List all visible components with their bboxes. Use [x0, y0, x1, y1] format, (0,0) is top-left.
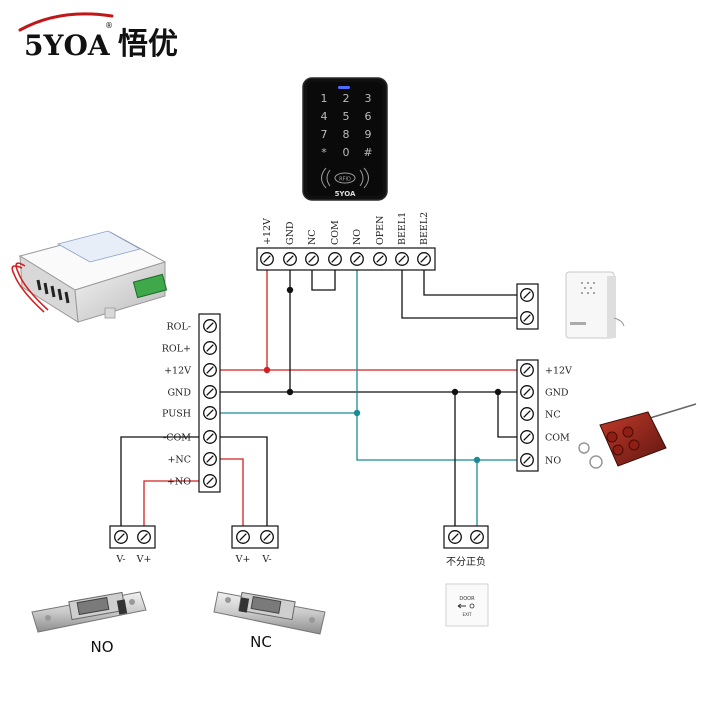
- screw-terminal: [305, 252, 319, 266]
- electric-lock-nc-image: [213, 591, 326, 635]
- remote-terminal-label: NC: [545, 410, 561, 421]
- screw-terminal: [350, 252, 364, 266]
- doorbell-image: [565, 271, 625, 339]
- doorbell-terminal-block: [516, 283, 539, 330]
- keypad-key: 2: [343, 92, 350, 105]
- exit-button-terminal-block: 不分正负: [443, 525, 489, 568]
- wire-com-lock-nc: [210, 436, 268, 537]
- keypad-key: #: [363, 146, 372, 159]
- power-supply-image: [11, 230, 168, 323]
- screw-terminal: [203, 363, 217, 377]
- keypad-key: 8: [343, 128, 350, 141]
- screw-terminal: [203, 430, 217, 444]
- keypad-key: 3: [365, 92, 372, 105]
- screw-terminal: [203, 474, 217, 488]
- power-supply-terminal-label: -COM: [163, 433, 191, 444]
- remote-terminal-block: +12V GND NC COM NO: [516, 359, 572, 472]
- wire-com-lock-no: [120, 436, 210, 537]
- screw-terminal: [283, 252, 297, 266]
- keypad-led: [338, 86, 350, 89]
- screw-terminal: [203, 319, 217, 333]
- screw-terminal: [520, 385, 534, 399]
- exit-plate-text: DOOR: [459, 596, 475, 602]
- brand-chinese: 悟优: [118, 27, 178, 62]
- electric-lock-no-image: [31, 591, 147, 633]
- keypad-device: 1 2 3 4 5 6 7 8 9 * 0 # RFID 5YOA: [302, 77, 388, 201]
- wire-keypad-nc-gnd: [311, 259, 336, 291]
- lock-nc-terminal-block: V+ V-: [231, 525, 279, 565]
- keypad-key: 0: [343, 146, 350, 159]
- remote-control-image: [578, 403, 697, 469]
- vent-slots: [36, 279, 70, 304]
- keypad-brand: 5YOA: [335, 190, 356, 198]
- remote-terminal-label: GND: [545, 388, 569, 399]
- keypad-key: 5: [343, 110, 350, 123]
- screw-terminal: [203, 385, 217, 399]
- power-supply-terminal-label: +12V: [164, 366, 191, 377]
- keypad-key: 7: [321, 128, 328, 141]
- exit-button-caption: 不分正负: [446, 555, 486, 568]
- exit-button-image: DOOR EXIT: [445, 583, 489, 627]
- keypad-terminal-label: +12V: [262, 218, 273, 245]
- keypad-terminal-label: OPEN: [375, 216, 386, 245]
- keypad-terminal-block: +12V GND NC COM NO OPEN BEEL1 BEEL2: [256, 212, 436, 271]
- screw-terminal: [328, 252, 342, 266]
- keypad-terminal-label: NO: [352, 229, 363, 245]
- brand-logo: 5YOA ® 悟优: [18, 12, 178, 62]
- keypad-key: 1: [321, 92, 328, 105]
- screw-terminal: [520, 363, 534, 377]
- screw-terminal: [520, 453, 534, 467]
- keypad-key: 4: [321, 110, 328, 123]
- screw-terminal: [203, 452, 217, 466]
- keypad-key: 6: [365, 110, 372, 123]
- keypad-key: *: [321, 146, 327, 159]
- screw-terminal: [520, 407, 534, 421]
- keypad-terminal-label: BEEL2: [419, 212, 430, 245]
- wires: [120, 259, 527, 537]
- registered-mark: ®: [105, 21, 113, 30]
- lock-no-terminal-label: V+: [136, 554, 152, 565]
- screw-terminal: [373, 252, 387, 266]
- power-supply-terminal-label: ROL+: [162, 344, 191, 355]
- power-supply-terminal-label: PUSH: [162, 409, 191, 420]
- screw-terminal: [520, 430, 534, 444]
- power-supply-terminal-label: GND: [167, 388, 191, 399]
- lock-nc-caption: NC: [250, 633, 272, 651]
- lock-no-terminal-label: V-: [115, 554, 125, 565]
- screw-terminal: [395, 252, 409, 266]
- keypad-terminal-label: GND: [285, 221, 296, 245]
- lock-no-caption: NO: [90, 638, 113, 656]
- brand-name: 5YOA: [24, 29, 111, 62]
- screw-terminal: [203, 341, 217, 355]
- wire-keypad-no: [356, 259, 527, 461]
- power-supply-terminal-label: ROL-: [167, 322, 191, 333]
- rfid-icon: RFID: [321, 167, 369, 189]
- screw-terminal: [260, 252, 274, 266]
- keypad-terminal-label: COM: [330, 220, 341, 245]
- junction-dots: [263, 286, 502, 464]
- screw-terminal: [203, 406, 217, 420]
- wire-nc-lock-nc: [210, 458, 244, 537]
- exit-plate-sub: EXIT: [463, 612, 472, 617]
- wire-bell2: [423, 259, 527, 296]
- wire-no-lock-no: [143, 480, 210, 537]
- remote-terminal-label: +12V: [545, 366, 572, 377]
- keypad-terminal-label: BEEL1: [397, 212, 408, 245]
- rfid-label: RFID: [339, 177, 351, 183]
- brand-swoosh: [18, 12, 114, 32]
- screw-terminal: [417, 252, 431, 266]
- power-supply-terminal-label: +NO: [167, 477, 191, 488]
- keypad-key: 9: [365, 128, 372, 141]
- lock-no-terminal-block: V- V+: [109, 525, 156, 565]
- lock-nc-terminal-label: V-: [261, 554, 271, 565]
- wire-bell1: [401, 259, 527, 319]
- power-supply-terminal-block: ROL- ROL+ +12V GND PUSH -COM +NC +NO: [162, 313, 221, 493]
- remote-terminal-label: COM: [545, 433, 570, 444]
- power-supply-terminal-label: +NC: [167, 455, 191, 466]
- keypad-keys: 1 2 3 4 5 6 7 8 9 * 0 #: [321, 92, 373, 159]
- remote-terminal-label: NO: [545, 456, 561, 467]
- keypad-terminal-label: NC: [307, 229, 318, 245]
- lock-nc-terminal-label: V+: [235, 554, 251, 565]
